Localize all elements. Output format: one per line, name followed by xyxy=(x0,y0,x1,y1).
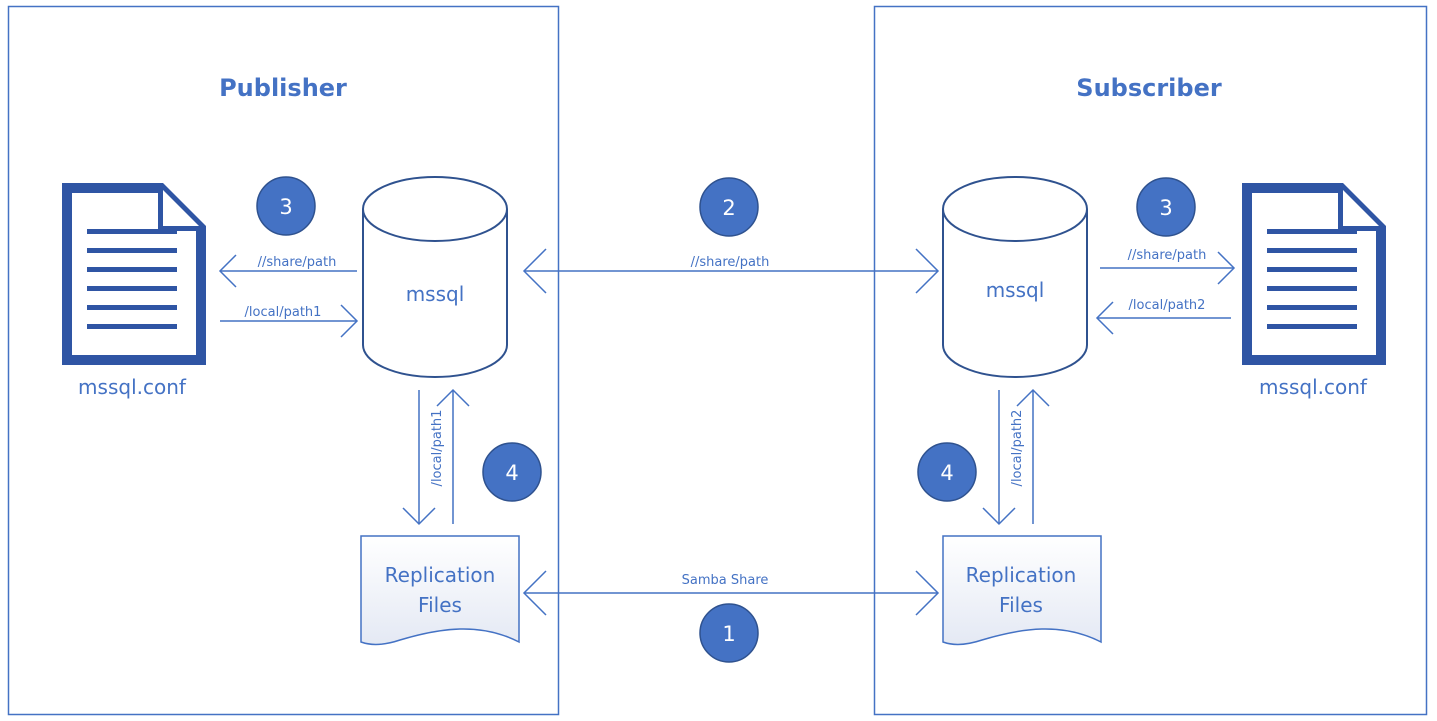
db-link-arrow xyxy=(522,248,940,294)
publisher-arrow-to-db xyxy=(220,304,359,338)
svg-text:4: 4 xyxy=(505,461,518,485)
publisher-db-label: mssql xyxy=(406,282,465,306)
svg-text:4: 4 xyxy=(940,461,953,485)
subscriber-files-label-2: Files xyxy=(999,593,1043,617)
publisher-replication-files-shape xyxy=(360,535,520,646)
subscriber-files-label-1: Replication xyxy=(966,563,1077,587)
publisher-vertical-label: /local/path1 xyxy=(430,410,445,487)
subscriber-replication-files-shape xyxy=(942,535,1102,646)
subscriber-vertical-arrows xyxy=(982,388,1050,526)
db-link-badge: 2 xyxy=(699,177,759,237)
subscriber-conf-document-icon xyxy=(1242,183,1386,365)
publisher-title: Publisher xyxy=(219,74,347,102)
publisher-db-cylinder xyxy=(362,176,508,378)
files-link-label: Samba Share xyxy=(682,573,769,588)
publisher-conf-document-icon xyxy=(62,183,206,365)
publisher-panel xyxy=(7,5,560,716)
subscriber-arrow-to-db xyxy=(1095,301,1231,335)
subscriber-vertical-label: /local/path2 xyxy=(1010,410,1025,487)
files-link-arrow xyxy=(522,570,940,616)
publisher-arrow-to-conf xyxy=(218,254,357,288)
publisher-arrow-to-db-label: /local/path1 xyxy=(245,305,322,320)
subscriber-db-cylinder xyxy=(942,176,1088,378)
publisher-badge-files: 4 xyxy=(482,442,542,502)
subscriber-arrow-to-conf-label: //share/path xyxy=(1128,248,1207,263)
svg-text:2: 2 xyxy=(722,196,735,220)
svg-text:3: 3 xyxy=(279,195,292,219)
publisher-conf-label: mssql.conf xyxy=(78,375,187,399)
subscriber-arrow-to-db-label: /local/path2 xyxy=(1129,298,1206,313)
subscriber-conf-label: mssql.conf xyxy=(1259,375,1368,399)
subscriber-arrow-to-conf xyxy=(1100,251,1236,285)
db-link-label: //share/path xyxy=(691,255,770,270)
subscriber-panel xyxy=(873,5,1428,716)
subscriber-title: Subscriber xyxy=(1076,74,1222,102)
subscriber-badge-conf: 3 xyxy=(1136,177,1196,237)
svg-text:3: 3 xyxy=(1159,196,1172,220)
publisher-badge-conf: 3 xyxy=(256,176,316,236)
publisher-files-label-1: Replication xyxy=(385,563,496,587)
files-link-badge: 1 xyxy=(699,603,759,663)
publisher-vertical-arrows xyxy=(402,388,470,526)
svg-text:1: 1 xyxy=(722,622,735,646)
publisher-arrow-to-conf-label: //share/path xyxy=(258,255,337,270)
subscriber-badge-files: 4 xyxy=(917,442,977,502)
publisher-files-label-2: Files xyxy=(418,593,462,617)
subscriber-db-label: mssql xyxy=(986,278,1045,302)
